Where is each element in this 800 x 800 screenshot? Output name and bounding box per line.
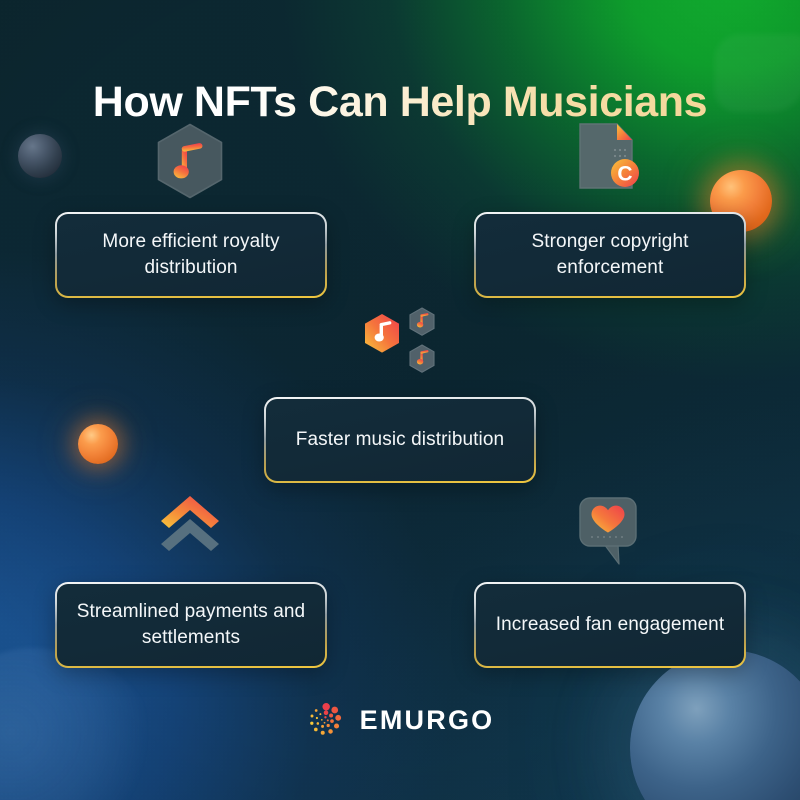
emurgo-spiral-dots-logo-icon: [309, 703, 341, 735]
page-title: How NFTs Can Help Musicians: [0, 78, 800, 126]
card-increased-fan-engagement[interactable]: Increased fan engagement: [474, 582, 746, 668]
card-more-efficient-royalty-distribution[interactable]: More efficient royalty distribution: [55, 212, 327, 298]
card-label: Stronger copyright enforcement: [531, 231, 689, 278]
card-streamlined-payments-and-settlements[interactable]: Streamlined payments and settlements: [55, 582, 327, 668]
card-inner: Faster music distribution: [266, 399, 534, 481]
double-chevron-up-icon: [153, 493, 227, 562]
card-inner: Increased fan engagement: [476, 584, 744, 666]
card-label: Faster music distribution: [295, 429, 505, 451]
card-faster-music-distribution[interactable]: Faster music distribution: [264, 397, 536, 483]
card-inner: Stronger copyright enforcement: [476, 214, 744, 296]
logo-text: EMURGO: [359, 704, 495, 735]
svg-text:C: C: [617, 163, 632, 186]
card-inner: Streamlined payments and settlements: [57, 584, 325, 666]
emurgo-logo: EMURGO: [0, 700, 800, 740]
dark-sphere-decoration: [18, 134, 62, 178]
card-inner: More efficient royalty distribution: [57, 214, 325, 296]
speech-bubble-heart-icon: [574, 492, 648, 577]
music-note-hexagon-icon: [155, 123, 225, 204]
copyright-document-icon: C: [575, 118, 647, 207]
green-glow-blob-decoration: [714, 34, 800, 112]
music-hexagon-group-icon: [358, 306, 442, 389]
card-label: Increased fan engagement: [495, 614, 725, 636]
orange-sphere-small-decoration: [78, 424, 118, 464]
card-stronger-copyright-enforcement[interactable]: Stronger copyright enforcement: [474, 212, 746, 298]
card-label: Streamlined payments and settlements: [76, 601, 306, 648]
card-label: More efficient royalty distribution: [102, 231, 280, 278]
